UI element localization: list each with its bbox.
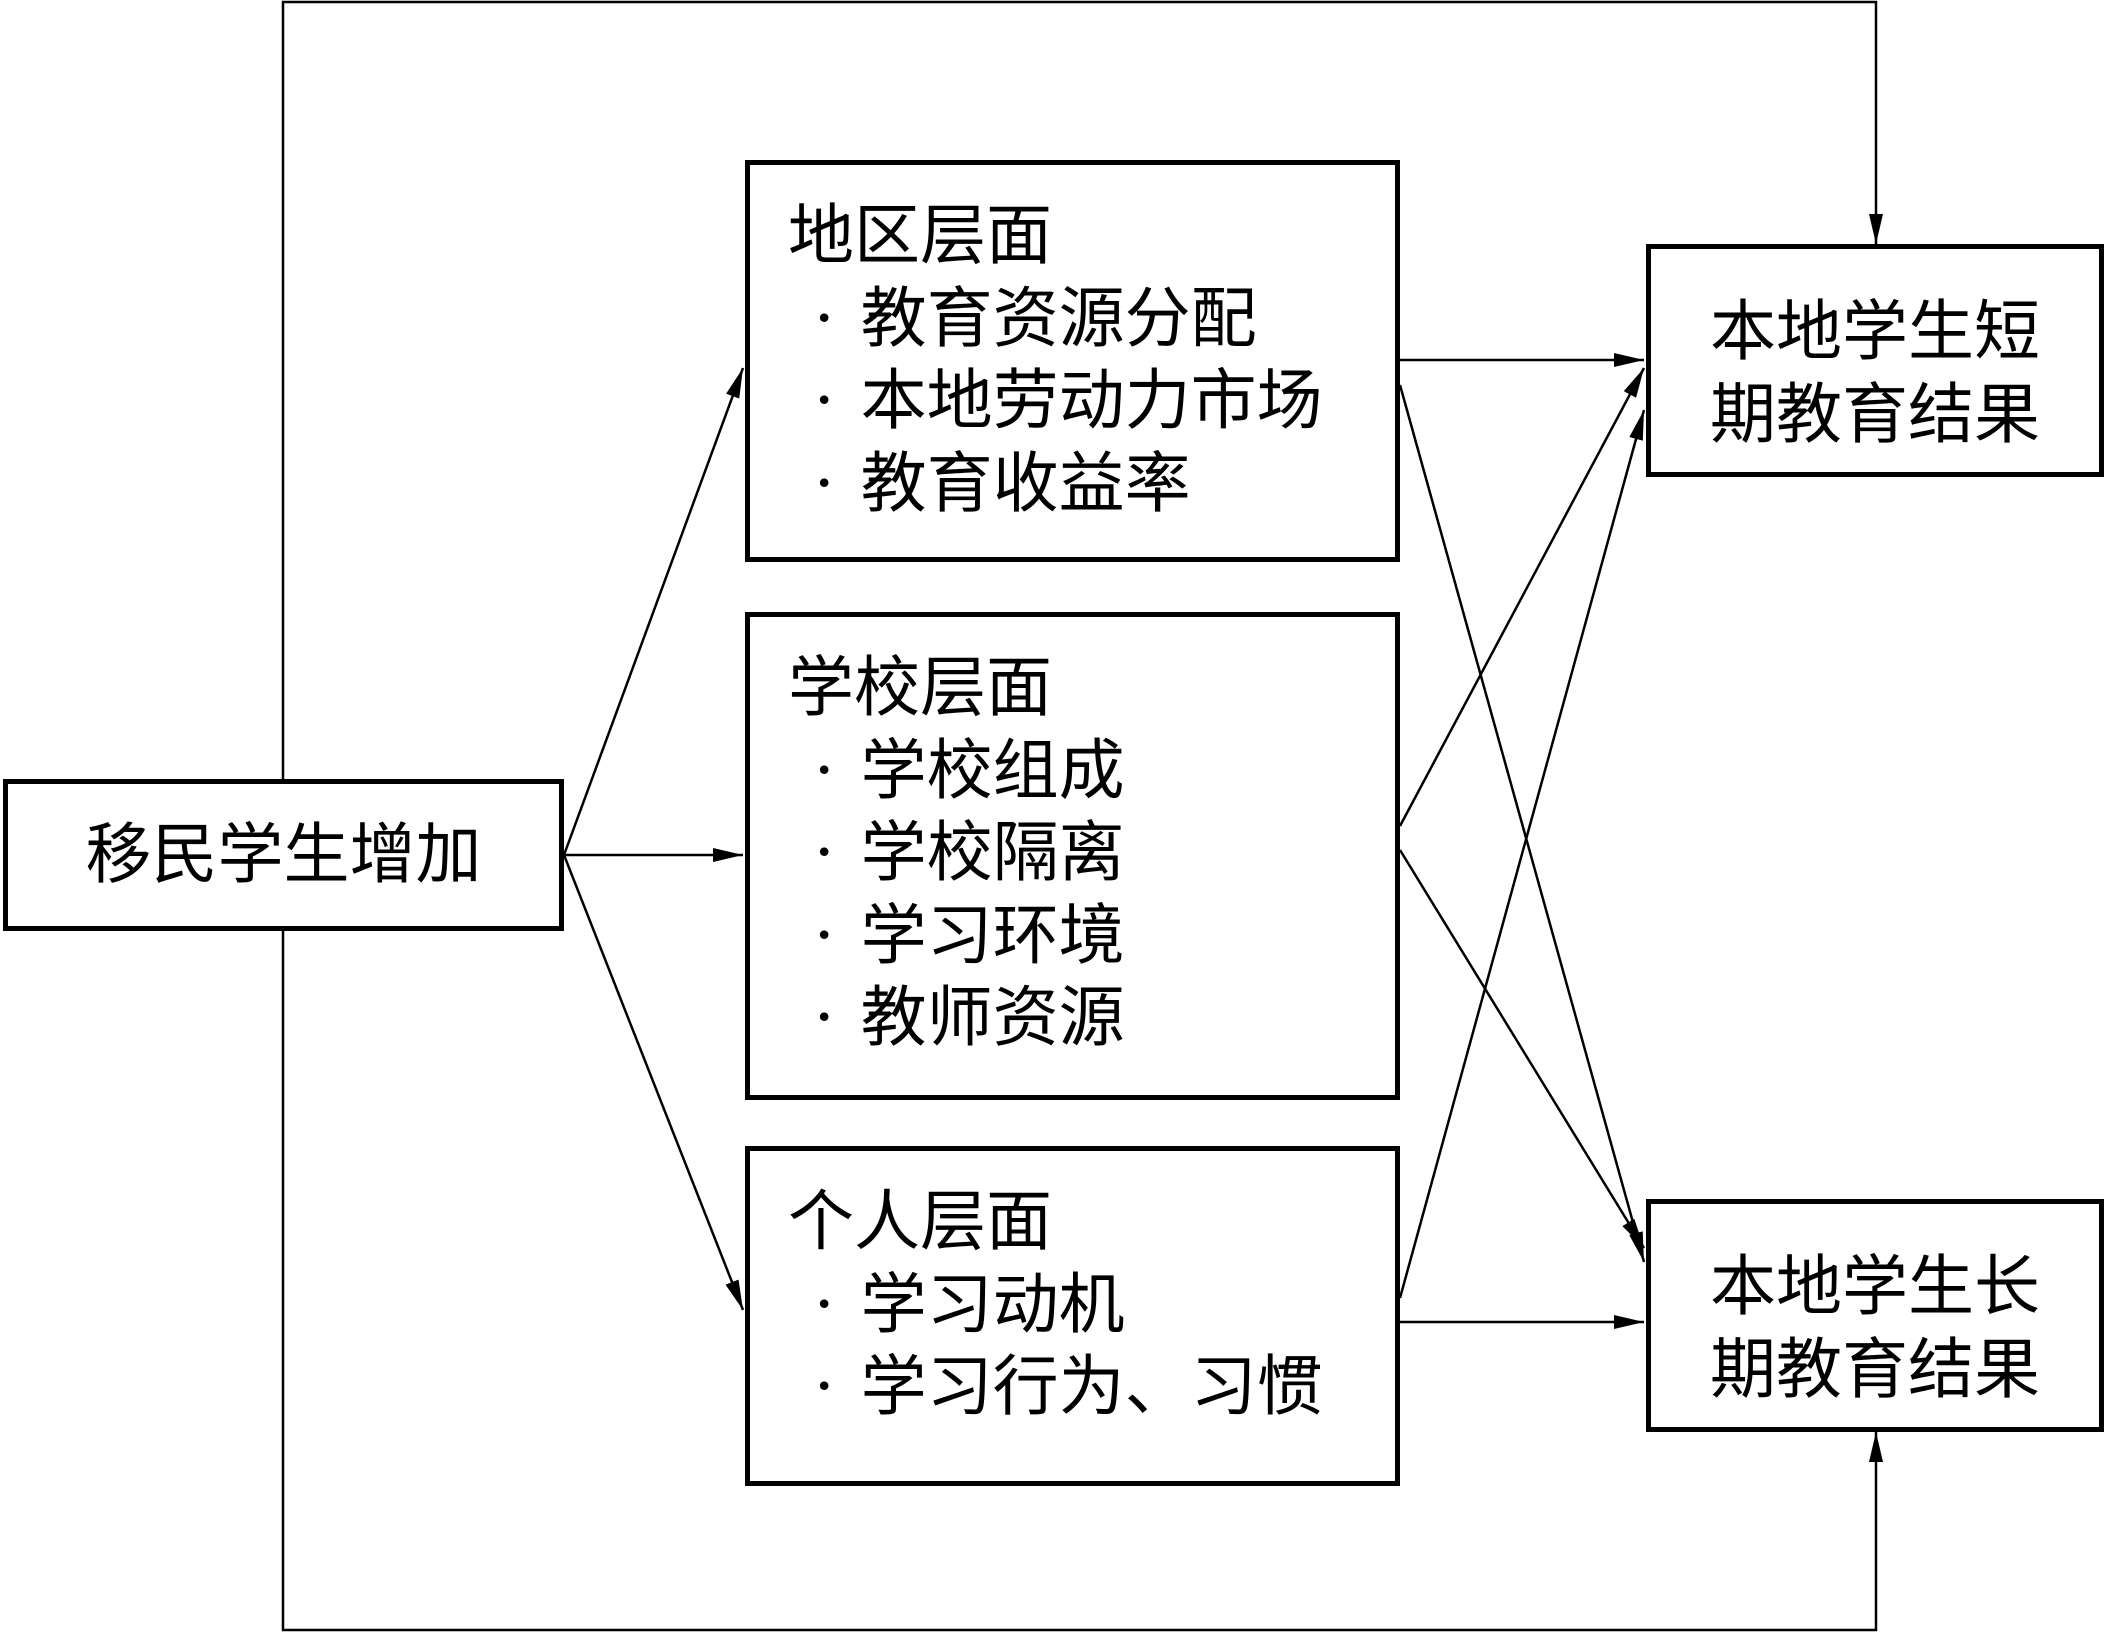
- school-item: · 学校隔离: [788, 812, 1395, 895]
- short-term-outcome-line1: 本地学生短: [1710, 293, 2040, 370]
- bullet-dot: ·: [813, 896, 835, 974]
- arrow-region-to-long: [1398, 384, 1646, 1263]
- arrow-individual-to-short: [1398, 409, 1646, 1299]
- region-item-text: 教育收益率: [860, 444, 1191, 522]
- individual-item: · 学习动机: [788, 1264, 1395, 1347]
- bullet-dot: ·: [813, 814, 835, 891]
- individual-item-text: 学习行为、习惯: [860, 1348, 1323, 1425]
- school-item: · 教师资源: [788, 977, 1395, 1060]
- bullet-dot: ·: [813, 362, 835, 439]
- region-item: · 教育资源分配: [788, 278, 1395, 361]
- arrow-source-to-individual: [562, 854, 745, 1311]
- school-item-text: 学习环境: [860, 896, 1125, 974]
- school-item: · 学习环境: [788, 895, 1395, 978]
- individual-item-text: 学习动机: [860, 1265, 1125, 1343]
- arrow-school-to-short: [1398, 367, 1646, 827]
- individual-level-heading: 个人层面: [788, 1183, 1052, 1260]
- short-term-outcome-box: 本地学生短 期教育结果: [1646, 244, 2104, 477]
- long-term-outcome-line2: 期教育结果: [1710, 1330, 2040, 1408]
- school-item-text: 学校组成: [860, 731, 1125, 809]
- source-box: 移民学生增加: [3, 779, 564, 931]
- bullet-dot: ·: [813, 979, 835, 1056]
- short-term-outcome-line2: 期教育结果: [1710, 375, 2040, 453]
- bullet-dot: ·: [813, 444, 835, 522]
- region-level-heading: 地区层面: [788, 197, 1052, 274]
- long-term-outcome-box: 本地学生长 期教育结果: [1646, 1199, 2104, 1432]
- bullet-dot: ·: [813, 731, 835, 809]
- region-item: · 教育收益率: [788, 443, 1395, 526]
- bullet-dot: ·: [813, 1265, 835, 1343]
- school-item: · 学校组成: [788, 730, 1395, 813]
- region-item-text: 教育资源分配: [860, 279, 1257, 357]
- individual-item: · 学习行为、习惯: [788, 1346, 1395, 1429]
- region-item: · 本地劳动力市场: [788, 360, 1395, 443]
- school-level-heading: 学校层面: [788, 649, 1052, 726]
- school-level-box: 学校层面 · 学校组成 · 学校隔离 · 学习环境 · 教师资源: [745, 612, 1400, 1100]
- school-item-text: 教师资源: [860, 979, 1125, 1056]
- bullet-dot: ·: [813, 279, 835, 357]
- source-label: 移民学生增加: [85, 815, 482, 893]
- school-item-text: 学校隔离: [860, 814, 1125, 891]
- region-item-text: 本地劳动力市场: [860, 362, 1323, 439]
- individual-level-box: 个人层面 · 学习动机 · 学习行为、习惯: [745, 1146, 1400, 1486]
- arrow-source-to-region: [562, 367, 745, 856]
- connector-top-loop: [281, 0, 1883, 779]
- region-level-box: 地区层面 · 教育资源分配 · 本地劳动力市场 · 教育收益率: [745, 160, 1400, 562]
- bullet-dot: ·: [813, 1348, 835, 1425]
- arrow-school-to-long: [1398, 849, 1646, 1249]
- long-term-outcome-line1: 本地学生长: [1710, 1248, 2040, 1325]
- connector-bottom-loop: [281, 931, 1883, 1632]
